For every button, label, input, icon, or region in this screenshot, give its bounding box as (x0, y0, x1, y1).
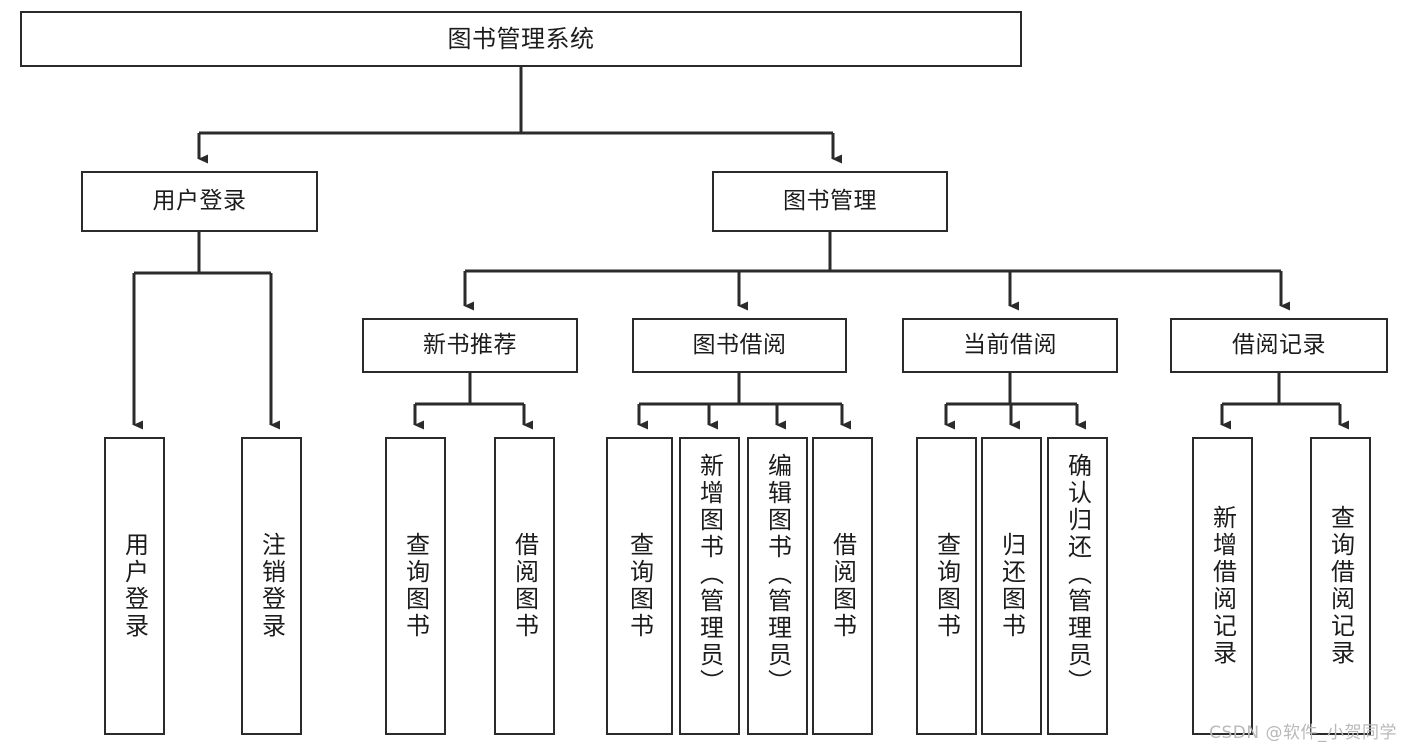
node-label: 新增图书（管理员） (695, 453, 724, 696)
node-label: 借阅图书 (510, 532, 539, 640)
node-label: 当前借阅 (963, 331, 1057, 358)
node-label: 确认归还（管理员） (1063, 453, 1092, 696)
node-user-login[interactable]: 用户登录 (81, 171, 318, 232)
node-label: 查询图书 (401, 532, 430, 640)
node-leaf-add-book[interactable]: 新增图书（管理员） (679, 437, 740, 735)
node-new-book-recommend[interactable]: 新书推荐 (362, 318, 578, 373)
node-leaf-user-login[interactable]: 用户登录 (104, 437, 165, 735)
node-leaf-confirm-return[interactable]: 确认归还（管理员） (1047, 437, 1108, 735)
node-label: 用户登录 (152, 187, 247, 214)
node-label: 图书借阅 (692, 331, 787, 358)
node-leaf-query-borrow-record[interactable]: 查询借阅记录 (1310, 437, 1371, 735)
node-label: 编辑图书（管理员） (763, 453, 792, 696)
node-label: 查询图书 (625, 532, 654, 640)
node-leaf-query-book-current[interactable]: 查询图书 (916, 437, 977, 735)
node-book-borrow[interactable]: 图书借阅 (632, 318, 847, 373)
node-label: 图书管理 (783, 187, 877, 214)
node-leaf-query-book-borrow[interactable]: 查询图书 (606, 437, 673, 735)
node-borrow-record[interactable]: 借阅记录 (1170, 318, 1388, 373)
node-label: 注销登录 (257, 532, 286, 640)
node-leaf-edit-book[interactable]: 编辑图书（管理员） (747, 437, 808, 735)
node-leaf-borrow-book-recommend[interactable]: 借阅图书 (494, 437, 555, 735)
node-leaf-return-book[interactable]: 归还图书 (981, 437, 1042, 735)
watermark-text: CSDN @软件_小贺同学 (1209, 723, 1397, 743)
node-leaf-borrow-book[interactable]: 借阅图书 (812, 437, 873, 735)
node-current-borrow[interactable]: 当前借阅 (902, 318, 1118, 373)
node-label: 新增借阅记录 (1208, 505, 1237, 667)
node-book-manage[interactable]: 图书管理 (712, 171, 948, 232)
node-label: 用户登录 (120, 532, 149, 640)
node-leaf-user-logout[interactable]: 注销登录 (241, 437, 302, 735)
node-label: 新书推荐 (423, 331, 517, 358)
node-leaf-add-borrow-record[interactable]: 新增借阅记录 (1192, 437, 1253, 735)
node-label: 借阅图书 (828, 532, 857, 640)
node-label: 查询图书 (932, 532, 961, 640)
node-leaf-query-book-recommend[interactable]: 查询图书 (385, 437, 446, 735)
node-label: 查询借阅记录 (1326, 505, 1355, 667)
node-label: 归还图书 (997, 532, 1026, 640)
node-root-book-management-system[interactable]: 图书管理系统 (20, 11, 1022, 67)
node-label: 图书管理系统 (447, 24, 595, 53)
node-label: 借阅记录 (1232, 331, 1326, 358)
